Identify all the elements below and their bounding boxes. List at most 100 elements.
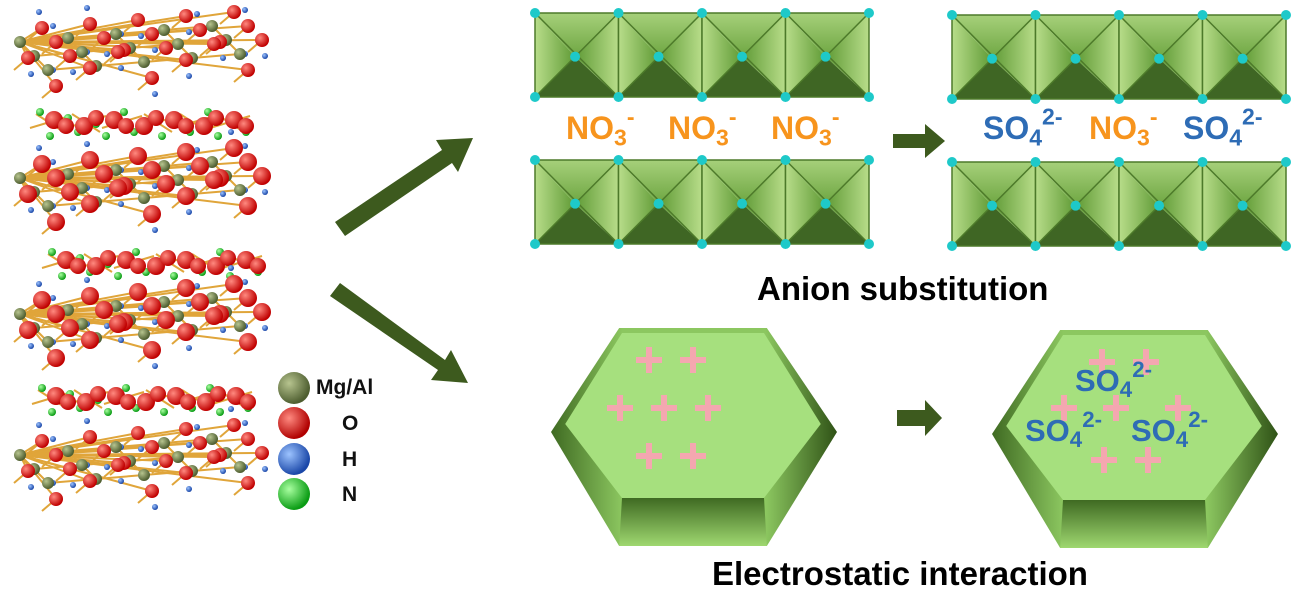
positive-charge-icon: [1051, 395, 1077, 421]
positive-charge-icon: [1165, 395, 1191, 421]
atom-h: [70, 482, 76, 488]
ldh-crystal-structure: [13, 5, 271, 512]
octahedron: [951, 14, 1037, 100]
atom-o: [157, 311, 175, 329]
atom-o: [33, 291, 51, 309]
interlayer-ions-before: NO3- NO3- NO3-: [566, 105, 886, 162]
hydroxide-layer-4: [13, 406, 269, 512]
atom-o: [60, 394, 76, 410]
atom-o: [241, 19, 255, 33]
atom-o: [159, 41, 173, 55]
vertex-atom: [697, 92, 707, 102]
vertex-atom: [613, 8, 624, 18]
atom-h: [220, 191, 226, 197]
atom-h: [186, 486, 192, 492]
atom-o: [205, 307, 223, 325]
atom-mg: [42, 64, 54, 76]
atom-o: [143, 341, 161, 359]
atom-h: [220, 55, 226, 61]
atom-o: [77, 393, 95, 411]
atom-n: [132, 248, 140, 256]
atom-mg: [206, 20, 218, 32]
atom-h: [242, 420, 248, 426]
atom-mg: [110, 28, 122, 40]
atom-h: [28, 71, 34, 77]
atom-o: [47, 349, 65, 367]
atom-h: [118, 478, 124, 484]
vertex-atom: [613, 239, 624, 249]
atom-h: [186, 29, 192, 35]
atom-o: [131, 13, 145, 27]
vertex-atom: [864, 92, 874, 102]
atom-o: [177, 279, 195, 297]
atom-mg: [76, 46, 88, 58]
positive-charge-icon: [1089, 349, 1115, 375]
atom-o: [145, 484, 159, 498]
vertex-atom: [1281, 94, 1291, 104]
atom-h: [84, 141, 90, 147]
vertex-atom: [1281, 157, 1291, 167]
positive-charge-icon: [680, 443, 706, 469]
atom-o: [109, 179, 127, 197]
atom-o: [81, 287, 99, 305]
atom-o: [33, 155, 51, 173]
atom-mg: [110, 441, 122, 453]
vertex-atom: [530, 155, 540, 165]
legend-label-h: H: [342, 448, 358, 471]
vertex-atom: [1030, 94, 1041, 104]
atom-o: [179, 466, 193, 480]
vertex-atom: [1237, 200, 1248, 211]
vertex-atom: [737, 198, 748, 209]
platelet-after: [992, 330, 1278, 548]
atom-mg: [172, 310, 184, 322]
atom-h: [152, 363, 158, 369]
atom-h: [228, 406, 234, 412]
octahedral-layer-after-bottom: [947, 157, 1291, 251]
vertex-atom: [1154, 53, 1165, 64]
atom-h: [194, 147, 200, 153]
atom-mg: [14, 308, 26, 320]
atom-h: [70, 69, 76, 75]
vertex-atom: [697, 8, 707, 18]
atom-mg: [138, 192, 150, 204]
atom-o: [143, 205, 161, 223]
atom-o: [49, 79, 63, 93]
atom-o: [35, 21, 49, 35]
atom-o: [150, 386, 166, 402]
atom-o: [239, 197, 257, 215]
atom-o: [63, 462, 77, 476]
octahedron: [1034, 161, 1120, 247]
ion-surface-sulfate-3: SO42-: [1131, 407, 1209, 453]
atom-o: [111, 45, 125, 59]
atom-mg: [42, 477, 54, 489]
vertex-atom: [613, 155, 624, 165]
vertex-atom: [613, 92, 624, 102]
vertex-atom: [697, 155, 707, 165]
atom-o: [225, 139, 243, 157]
legend-label-o: O: [342, 412, 359, 435]
atom-o: [207, 257, 225, 275]
atom-mg: [62, 304, 74, 316]
atom-h: [70, 205, 76, 211]
octahedron: [1118, 14, 1204, 100]
atom-h: [152, 460, 158, 466]
atom-mg: [62, 168, 74, 180]
atom-mg: [206, 433, 218, 445]
atom-o: [255, 33, 269, 47]
platelet-face: [565, 333, 821, 498]
atom-o: [70, 258, 86, 274]
mg-al-atom-icon: [278, 372, 310, 404]
atom-o: [19, 321, 37, 339]
atom-h: [186, 442, 192, 448]
atom-o: [227, 5, 241, 19]
atom-o: [239, 289, 257, 307]
atom-o: [157, 175, 175, 193]
vertex-atom: [780, 8, 791, 18]
atom-o: [111, 458, 125, 472]
octahedron: [1201, 161, 1287, 247]
octahedron: [951, 161, 1037, 247]
octahedron: [534, 159, 620, 245]
octahedral-layers: [530, 8, 1291, 251]
atom-mg: [62, 445, 74, 457]
atom-mg: [138, 469, 150, 481]
